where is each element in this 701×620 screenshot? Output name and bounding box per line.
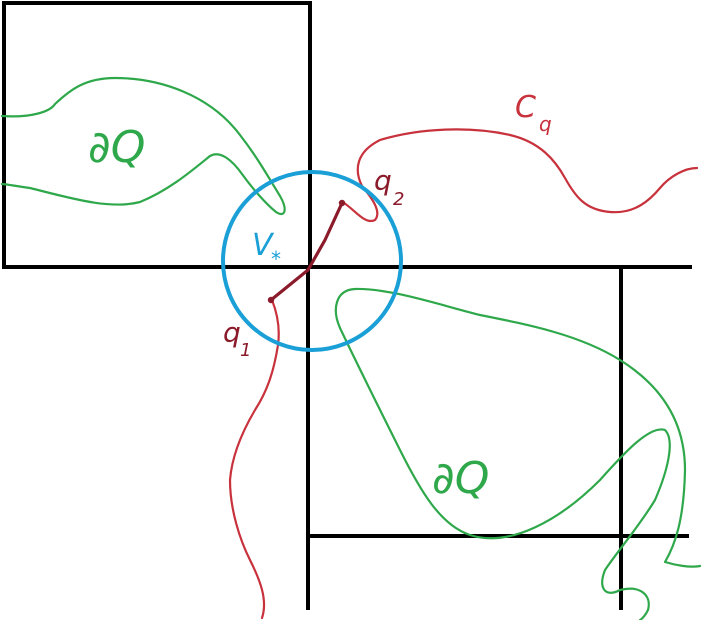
label-q1: q [223, 316, 241, 349]
vertex-circle [221, 170, 403, 352]
curve-c [228, 128, 699, 620]
label-curve: C [515, 90, 536, 125]
label-boundary-top: ∂Q [88, 122, 145, 173]
squares [2, 1, 692, 610]
boundary-curves [0, 76, 701, 620]
label-q2: q [374, 164, 392, 197]
label-vertex: V [252, 228, 275, 263]
curve-c-top [342, 128, 699, 223]
point-q1 [267, 296, 275, 304]
label-boundary-bottom: ∂Q [432, 453, 489, 504]
label-q1-sub: 1 [240, 340, 251, 361]
point-q2 [338, 199, 346, 207]
label-q2-sub: 2 [393, 189, 404, 210]
label-vertex-sub: * [271, 247, 281, 271]
label-curve-sub: q [539, 112, 552, 136]
segment-q1-q2 [269, 201, 344, 302]
boundary-curve-bottom [334, 287, 701, 620]
boundary-curve-top [0, 76, 286, 216]
